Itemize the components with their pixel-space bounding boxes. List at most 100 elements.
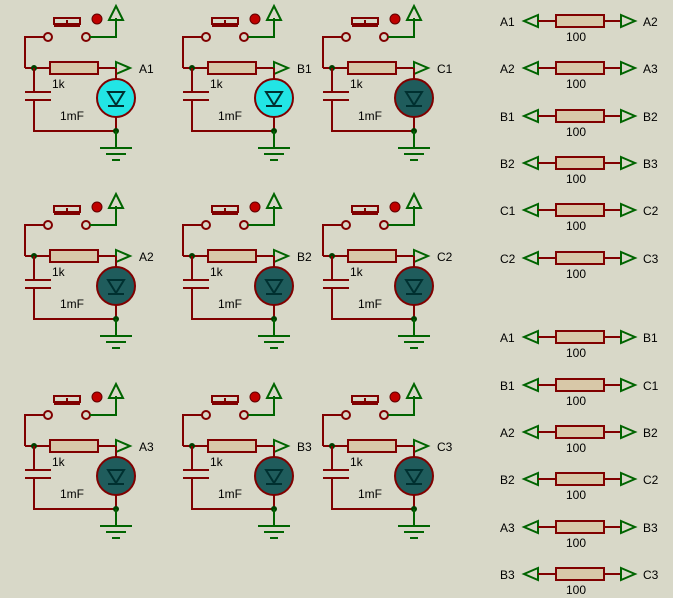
wire <box>33 288 116 320</box>
led-diode-symbol <box>404 91 424 107</box>
link-left-terminal <box>521 108 539 124</box>
wire <box>90 18 117 38</box>
link-left-terminal <box>521 424 539 440</box>
net-label: A1 <box>139 62 154 76</box>
led-diode-symbol <box>404 279 424 295</box>
link-resistor-value: 100 <box>566 346 586 360</box>
link-left-terminal <box>521 377 539 393</box>
link-resistor-value: 100 <box>566 77 586 91</box>
switch-indicator <box>249 201 261 213</box>
resistor-1k <box>207 439 257 453</box>
led <box>96 78 136 118</box>
net-label: A3 <box>139 440 154 454</box>
link-left-terminal <box>521 60 539 76</box>
net-label: B3 <box>297 440 312 454</box>
capacitor-value: 1mF <box>218 487 242 501</box>
link-right-label: B2 <box>643 426 658 440</box>
link-left-label: C2 <box>500 252 516 266</box>
link-resistor-a2-a3: A2 A3 100 <box>500 60 658 91</box>
link-right-terminal <box>620 108 638 124</box>
link-resistor-value: 100 <box>566 488 586 502</box>
switch-contact <box>43 410 53 420</box>
led <box>96 266 136 306</box>
net-label: C2 <box>437 250 453 264</box>
link-right-label: C2 <box>643 204 659 218</box>
link-left-terminal <box>521 471 539 487</box>
net-label: A2 <box>139 250 154 264</box>
link-left-label: B1 <box>500 110 515 124</box>
link-resistor <box>555 61 605 75</box>
wire <box>248 18 275 38</box>
net-terminal <box>115 60 133 76</box>
link-resistor <box>555 156 605 170</box>
wire <box>331 100 414 132</box>
switch-indicator <box>389 13 401 25</box>
net-label: B1 <box>297 62 312 76</box>
switch-button <box>351 205 379 213</box>
resistor-1k <box>49 249 99 263</box>
link-right-label: C2 <box>643 473 659 487</box>
link-right-label: A3 <box>643 62 658 76</box>
link-resistor-value: 100 <box>566 125 586 139</box>
link-resistor-c1-c2: C1 C2 100 <box>500 202 659 233</box>
link-left-label: B1 <box>500 379 515 393</box>
switch-contact <box>201 410 211 420</box>
wire <box>24 36 44 68</box>
link-resistor-value: 100 <box>566 394 586 408</box>
link-right-label: C3 <box>643 568 659 582</box>
resistor-1k <box>49 439 99 453</box>
net-label: C3 <box>437 440 453 454</box>
switch-contact <box>239 220 249 230</box>
led-diode-symbol <box>264 469 284 485</box>
link-resistor-value: 100 <box>566 441 586 455</box>
link-left-label: B3 <box>500 568 515 582</box>
switch-contact <box>379 410 389 420</box>
resistor-1k <box>207 249 257 263</box>
resistor-value: 1k <box>52 265 66 279</box>
switch-button <box>211 17 239 25</box>
wire <box>182 224 202 256</box>
link-resistor <box>555 378 605 392</box>
power-terminal <box>265 381 283 399</box>
link-left-terminal <box>521 329 539 345</box>
resistor-1k <box>347 439 397 453</box>
link-left-label: A2 <box>500 62 515 76</box>
link-resistor <box>555 567 605 581</box>
link-resistor-value: 100 <box>566 219 586 233</box>
switch-contact <box>379 220 389 230</box>
wire <box>322 414 342 446</box>
switch-indicator <box>389 391 401 403</box>
net-terminal <box>115 438 133 454</box>
net-terminal <box>115 248 133 264</box>
link-right-label: A2 <box>643 15 658 29</box>
link-right-terminal <box>620 155 638 171</box>
link-resistor-value: 100 <box>566 172 586 186</box>
switch-button <box>53 17 81 25</box>
wire <box>248 206 275 226</box>
wire <box>191 478 274 510</box>
link-resistor <box>555 472 605 486</box>
link-right-terminal <box>620 329 638 345</box>
link-resistor-value: 100 <box>566 267 586 281</box>
link-right-label: B1 <box>643 331 658 345</box>
switch-contact <box>239 32 249 42</box>
link-right-terminal <box>620 250 638 266</box>
wire <box>33 100 116 132</box>
power-terminal <box>405 3 423 21</box>
power-terminal <box>405 381 423 399</box>
wire <box>388 396 415 416</box>
link-resistor <box>555 520 605 534</box>
wire <box>331 478 414 510</box>
link-left-label: C1 <box>500 204 516 218</box>
link-right-terminal <box>620 377 638 393</box>
